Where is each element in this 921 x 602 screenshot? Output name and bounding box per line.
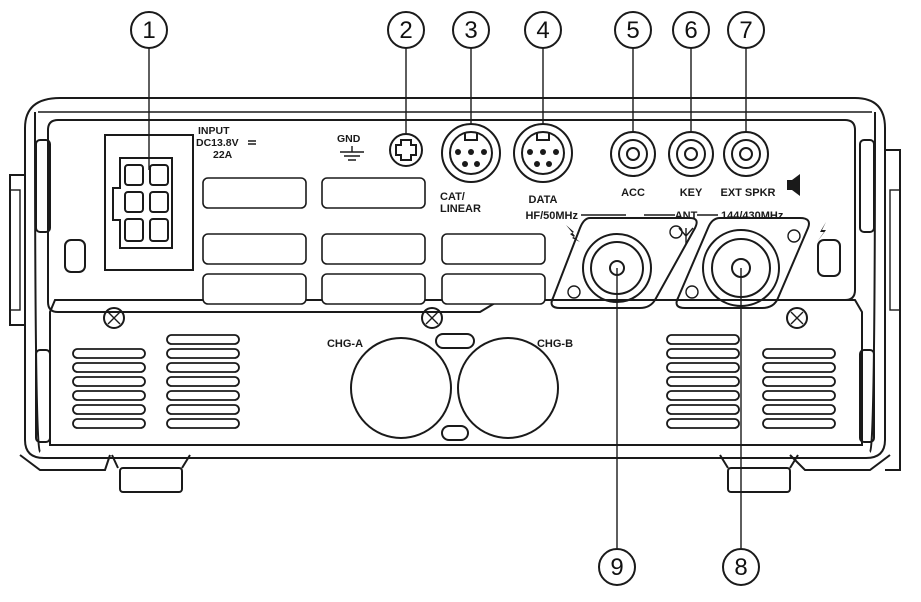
dc-symbol-icon: [248, 140, 256, 145]
gnd-terminal: [389, 133, 423, 167]
acc-label: ACC: [621, 187, 645, 199]
callout-8: 8: [734, 554, 747, 581]
left-side-rails: [9, 139, 51, 443]
right-side-rails: [859, 139, 901, 471]
dc-power-connector: [104, 134, 194, 271]
bay-latch-top: [435, 333, 475, 349]
cat-linear-jack: [441, 123, 501, 183]
screw-right: [786, 307, 808, 329]
ant-label: ANT: [675, 210, 698, 222]
lightning-right-icon: [817, 222, 826, 242]
data-jack: [513, 123, 573, 183]
gnd-label: GND: [337, 133, 361, 145]
bay-latch-bottom: [441, 425, 469, 441]
ext-spkr-label: EXT SPKR: [720, 187, 775, 199]
chg-b-label: CHG-B: [537, 338, 573, 350]
data-label: DATA: [529, 194, 558, 206]
input-label: INPUT: [198, 125, 230, 137]
callout-2: 2: [399, 17, 412, 44]
chg-a-label: CHG-A: [327, 338, 363, 350]
ext-spkr-jack: [723, 131, 769, 177]
callout-circles: [130, 11, 765, 586]
key-label: KEY: [680, 187, 703, 199]
lower-vents-left: [72, 334, 240, 429]
screw-center: [421, 307, 443, 329]
callout-9: 9: [610, 554, 623, 581]
hf-label: HF/50MHz: [525, 210, 578, 222]
left-foot: [19, 454, 191, 493]
screw-left: [103, 307, 125, 329]
input-current-label: 22A: [213, 149, 233, 161]
callout-7: 7: [739, 17, 752, 44]
lightning-left-icon: [566, 225, 580, 242]
leader-lines: [148, 48, 747, 548]
speaker-icon: [787, 174, 800, 196]
key-jack: [668, 131, 714, 177]
vhf-uhf-antenna-connector: [675, 217, 810, 309]
input-voltage-label: DC13.8V: [196, 137, 239, 149]
upper-vent-slots: [202, 177, 546, 305]
callout-5: 5: [626, 17, 639, 44]
chg-b-bay: [457, 337, 559, 439]
left-bump: [64, 239, 86, 273]
callout-6: 6: [684, 17, 697, 44]
cat-label: CAT/: [440, 191, 465, 203]
linear-label: LINEAR: [440, 203, 481, 215]
ground-icon: [340, 146, 364, 161]
lower-vents-right: [666, 334, 836, 429]
right-foot: [719, 454, 891, 493]
chg-a-bay: [350, 337, 452, 439]
vhf-label: 144/430MHz: [721, 210, 784, 222]
callout-3: 3: [464, 17, 477, 44]
antenna-icon: [678, 227, 694, 244]
right-bump: [817, 239, 841, 277]
callout-1: 1: [142, 17, 155, 44]
acc-jack: [610, 131, 656, 177]
callout-4: 4: [536, 17, 549, 44]
